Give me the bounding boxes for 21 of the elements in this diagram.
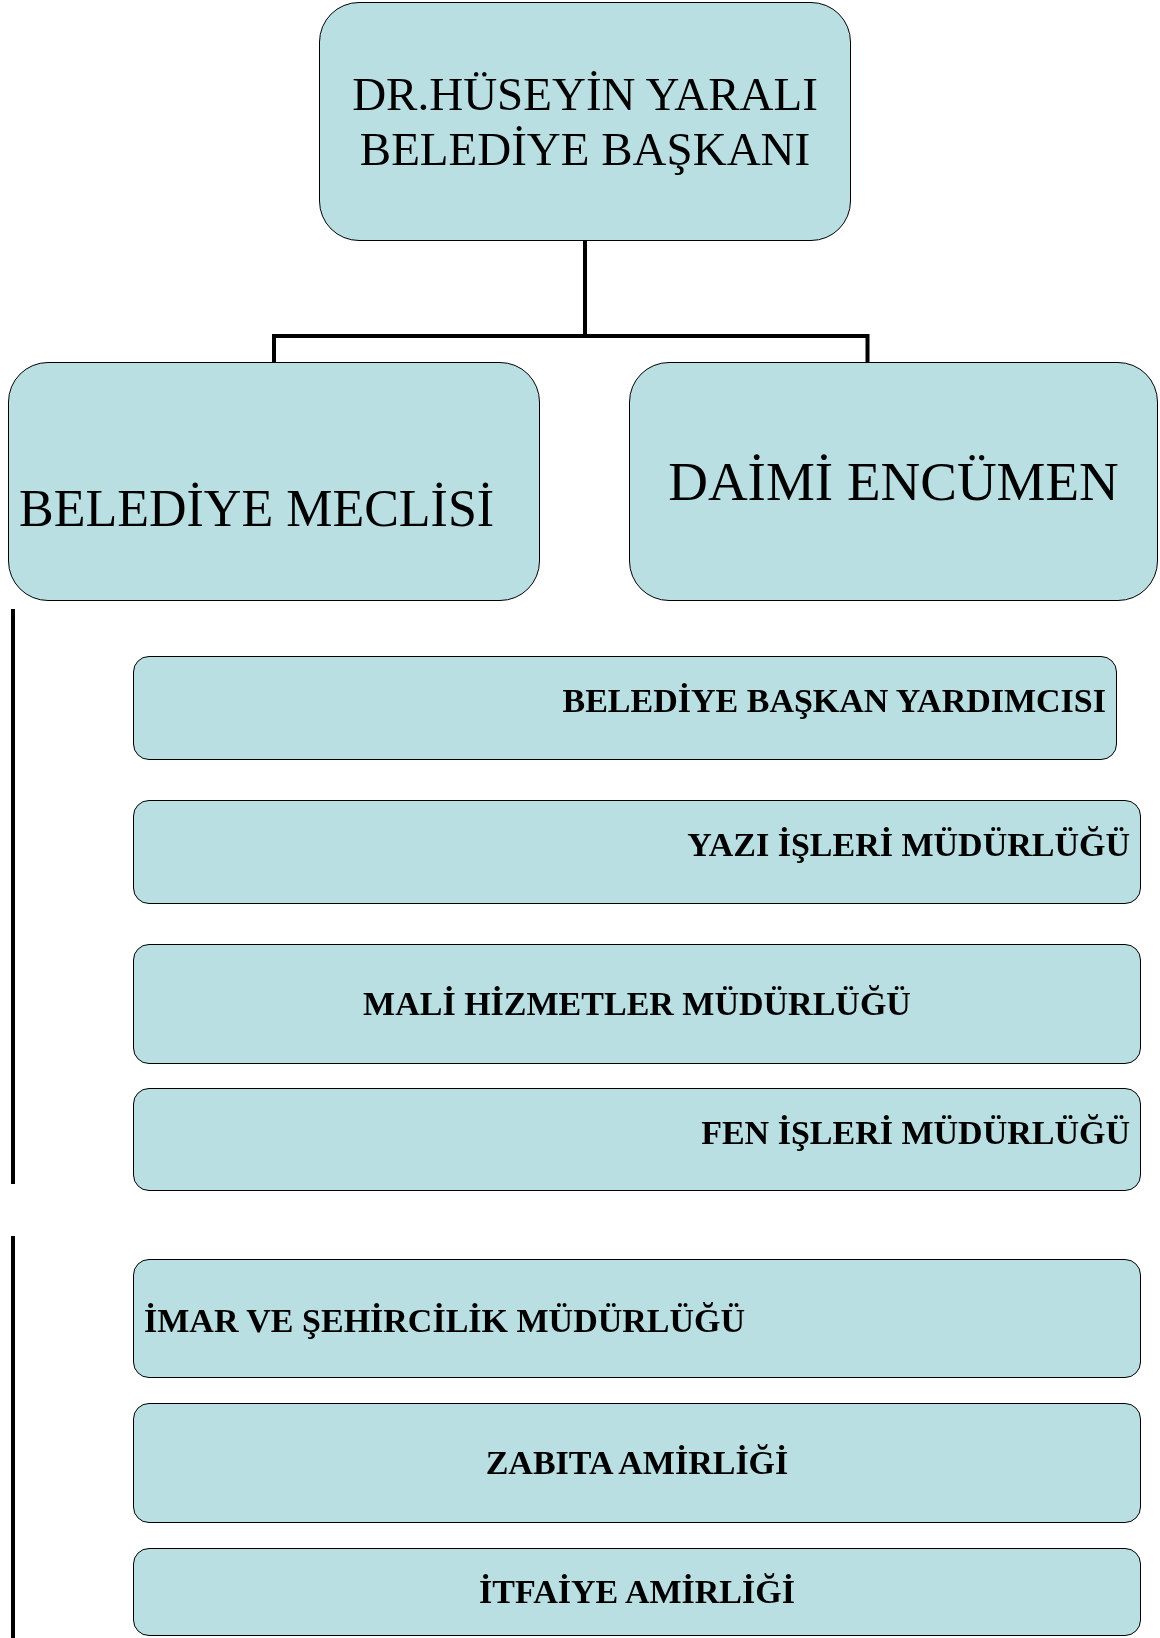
- box-title: YAZI İŞLERİ MÜDÜRLÜĞÜ: [686, 825, 1131, 865]
- box-title: BELEDİYE MECLİSİ: [18, 478, 496, 539]
- org-box: [133, 800, 1141, 904]
- org-box: [133, 1548, 1141, 1636]
- box-title: FEN İŞLERİ MÜDÜRLÜĞÜ: [700, 1112, 1131, 1153]
- box-title: DAİMİ ENCÜMEN: [667, 449, 1120, 514]
- org-box: [133, 944, 1141, 1064]
- connector-line: [583, 241, 870, 362]
- org-box: [133, 1403, 1141, 1523]
- org-box: [133, 1088, 1141, 1191]
- box-title: İMAR VE ŞEHİRCİLİK MÜDÜRLÜĞÜ: [143, 1300, 747, 1341]
- box-title: DR.HÜSEYİN YARALI BELEDİYE BAŞKANI: [351, 67, 819, 176]
- box-title: MALİ HİZMETLER MÜDÜRLÜĞÜ: [362, 984, 912, 1024]
- org-box: [319, 2, 851, 241]
- box-title: İTFAİYE AMİRLİĞİ: [478, 1572, 796, 1612]
- box-title: ZABITA AMİRLİĞİ: [484, 1443, 790, 1483]
- box-title: BELEDİYE BAŞKAN YARDIMCISI: [561, 681, 1107, 721]
- org-box: [8, 362, 540, 601]
- org-box: [133, 1259, 1141, 1378]
- org-box: [133, 656, 1117, 760]
- org-box: [629, 362, 1158, 601]
